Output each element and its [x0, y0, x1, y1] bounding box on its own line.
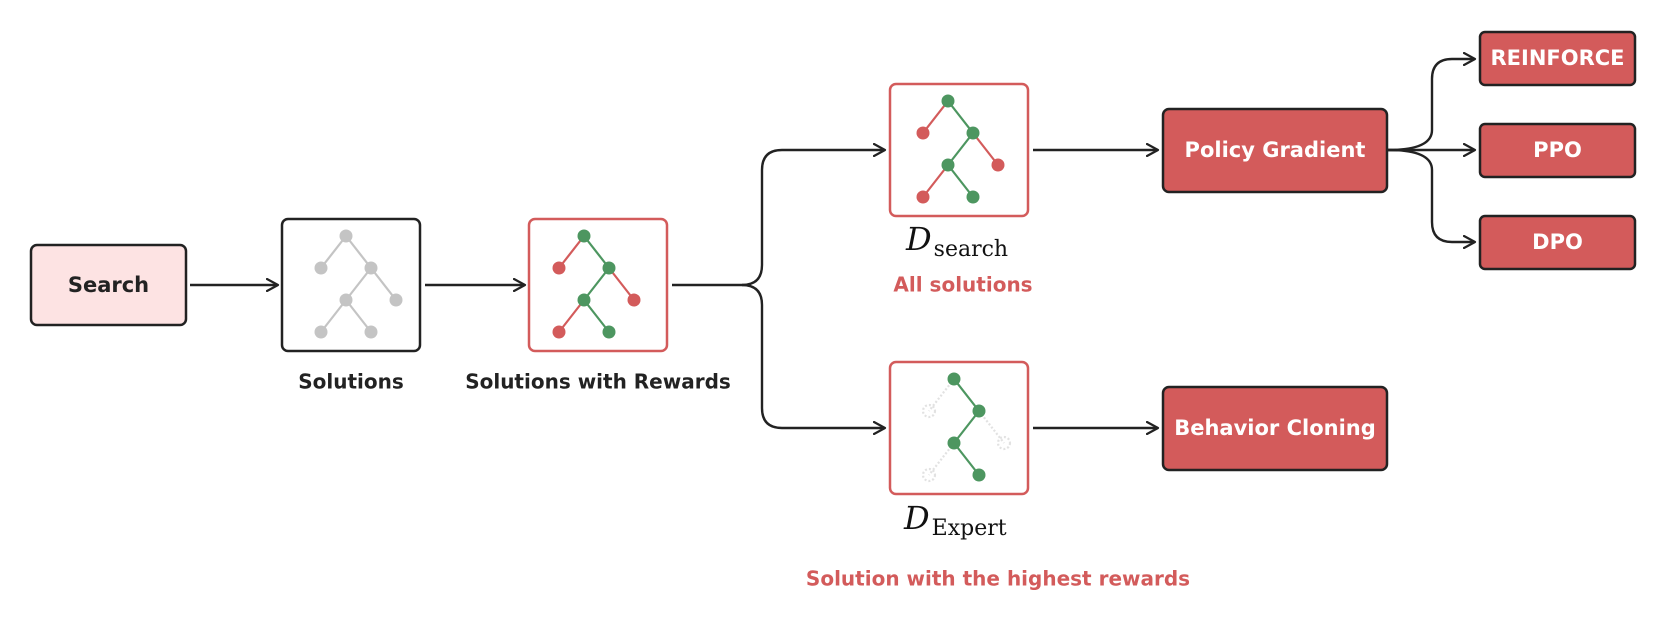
gray-tree-icon — [314, 229, 403, 339]
dsearch-tree-icon — [916, 94, 1005, 204]
ppo-label: PPO — [1533, 138, 1582, 162]
dpo-node: DPO — [1478, 214, 1637, 271]
dexpert-subscript: Expert — [932, 516, 1007, 541]
reinforce-label: REINFORCE — [1490, 46, 1624, 70]
reward-tree-icon — [552, 229, 641, 339]
dpo-label: DPO — [1532, 230, 1583, 254]
search-label: Search — [68, 273, 149, 297]
reinforce-node: REINFORCE — [1478, 30, 1637, 87]
behavior-cloning-label: Behavior Cloning — [1174, 416, 1376, 440]
search-node: Search — [29, 243, 188, 327]
dsearch-box: Dsearch All solutions — [888, 82, 1033, 297]
policy-gradient-node: Policy Gradient — [1161, 107, 1389, 194]
ppo-node: PPO — [1478, 122, 1637, 179]
all-solutions-caption: All solutions — [893, 273, 1032, 297]
connectors — [190, 59, 1475, 428]
dsearch-label: Dsearch — [905, 220, 1008, 262]
solutions-box: Solutions — [280, 217, 422, 394]
solutions-rewards-caption: Solutions with Rewards — [465, 370, 731, 394]
fork-rewards-to-expert — [741, 283, 885, 428]
expert-tree-icon — [921, 372, 1012, 483]
dexpert-label: DExpert — [903, 499, 1007, 541]
policy-gradient-label: Policy Gradient — [1185, 138, 1366, 162]
dsearch-symbol: D — [905, 220, 932, 258]
highest-rewards-caption: Solution with the highest rewards — [806, 567, 1190, 591]
dsearch-subscript: search — [934, 237, 1008, 262]
solutions-rewards-box: Solutions with Rewards — [465, 217, 731, 394]
arrow-pg-to-reinforce — [1387, 59, 1475, 152]
dexpert-box: DExpert Solution with the highest reward… — [806, 360, 1190, 591]
solutions-caption: Solutions — [298, 370, 404, 394]
behavior-cloning-node: Behavior Cloning — [1161, 385, 1389, 472]
fork-rewards-to-datasets — [672, 150, 885, 287]
dexpert-symbol: D — [903, 499, 930, 537]
arrow-pg-to-dpo — [1387, 148, 1475, 242]
